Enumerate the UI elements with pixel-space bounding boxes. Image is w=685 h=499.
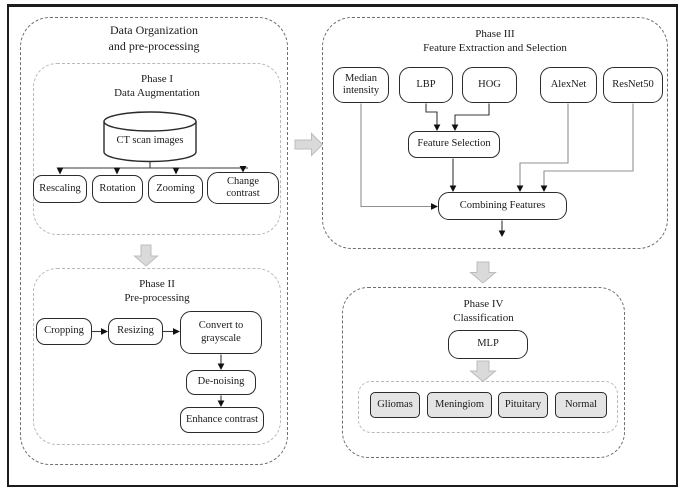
- left-section-title: Data Organization and pre-processing: [20, 23, 288, 54]
- phase1-title: Phase I Data Augmentation: [33, 72, 281, 101]
- rotation-box: Rotation: [92, 175, 143, 203]
- enhance-contrast-box: Enhance contrast: [180, 407, 264, 433]
- left-section-title-line1: Data Organization: [109, 23, 199, 37]
- phase1-section: [33, 63, 281, 235]
- phase2-title-line2: Pre-processing: [124, 292, 190, 305]
- cropping-box: Cropping: [36, 318, 92, 345]
- data-organization-section: [20, 17, 288, 465]
- hog-box: HOG: [462, 67, 517, 103]
- rescaling-box: Rescaling: [33, 175, 87, 203]
- ct-scan-images-label: CT scan images: [116, 135, 184, 146]
- change-contrast-line2: contrast: [226, 188, 260, 199]
- alexnet-box: AlexNet: [540, 67, 597, 103]
- phase4-title-line2: Classification: [453, 312, 514, 325]
- median-intensity-line2: intensity: [342, 85, 380, 96]
- normal-box: Normal: [555, 392, 607, 418]
- phase2-section: [33, 268, 281, 445]
- feature-selection-box: Feature Selection: [408, 131, 500, 158]
- resnet50-box: ResNet50: [603, 67, 663, 103]
- phase4-title: Phase IV Classification: [342, 297, 625, 326]
- median-intensity-box: Median intensity: [333, 67, 389, 103]
- change-contrast-line1: Change: [226, 175, 260, 187]
- phase4-section: [342, 287, 625, 458]
- convert-grayscale-box: Convert to grayscale: [180, 311, 262, 354]
- mlp-box: MLP: [448, 330, 528, 359]
- change-contrast-box: Change contrast: [207, 172, 279, 204]
- convert-grayscale-line1: Convert to: [198, 320, 244, 332]
- left-section-title-line2: and pre-processing: [108, 38, 200, 53]
- phase3-title: Phase III Feature Extraction and Selecti…: [322, 27, 668, 56]
- phase3-title-line1: Phase III: [475, 28, 515, 40]
- lbp-box: LBP: [399, 67, 453, 103]
- phase1-title-line1: Phase I: [140, 73, 174, 85]
- convert-grayscale-line2: grayscale: [201, 332, 241, 344]
- figure-border: [7, 4, 678, 487]
- resizing-box: Resizing: [108, 318, 163, 345]
- zooming-box: Zooming: [148, 175, 203, 203]
- combining-features-box: Combining Features: [438, 192, 567, 220]
- pituitary-box: Pituitary: [498, 392, 548, 418]
- meningiom-box: Meningiom: [427, 392, 492, 418]
- phase2-title-line1: Phase II: [139, 278, 175, 290]
- gliomas-box: Gliomas: [370, 392, 420, 418]
- denoising-box: De-noising: [186, 370, 256, 395]
- phase4-title-line1: Phase IV: [463, 298, 504, 310]
- phase3-title-line2: Feature Extraction and Selection: [423, 42, 567, 55]
- phase2-title: Phase II Pre-processing: [33, 277, 281, 306]
- phase1-title-line2: Data Augmentation: [114, 87, 200, 100]
- median-intensity-line1: Median: [344, 72, 378, 84]
